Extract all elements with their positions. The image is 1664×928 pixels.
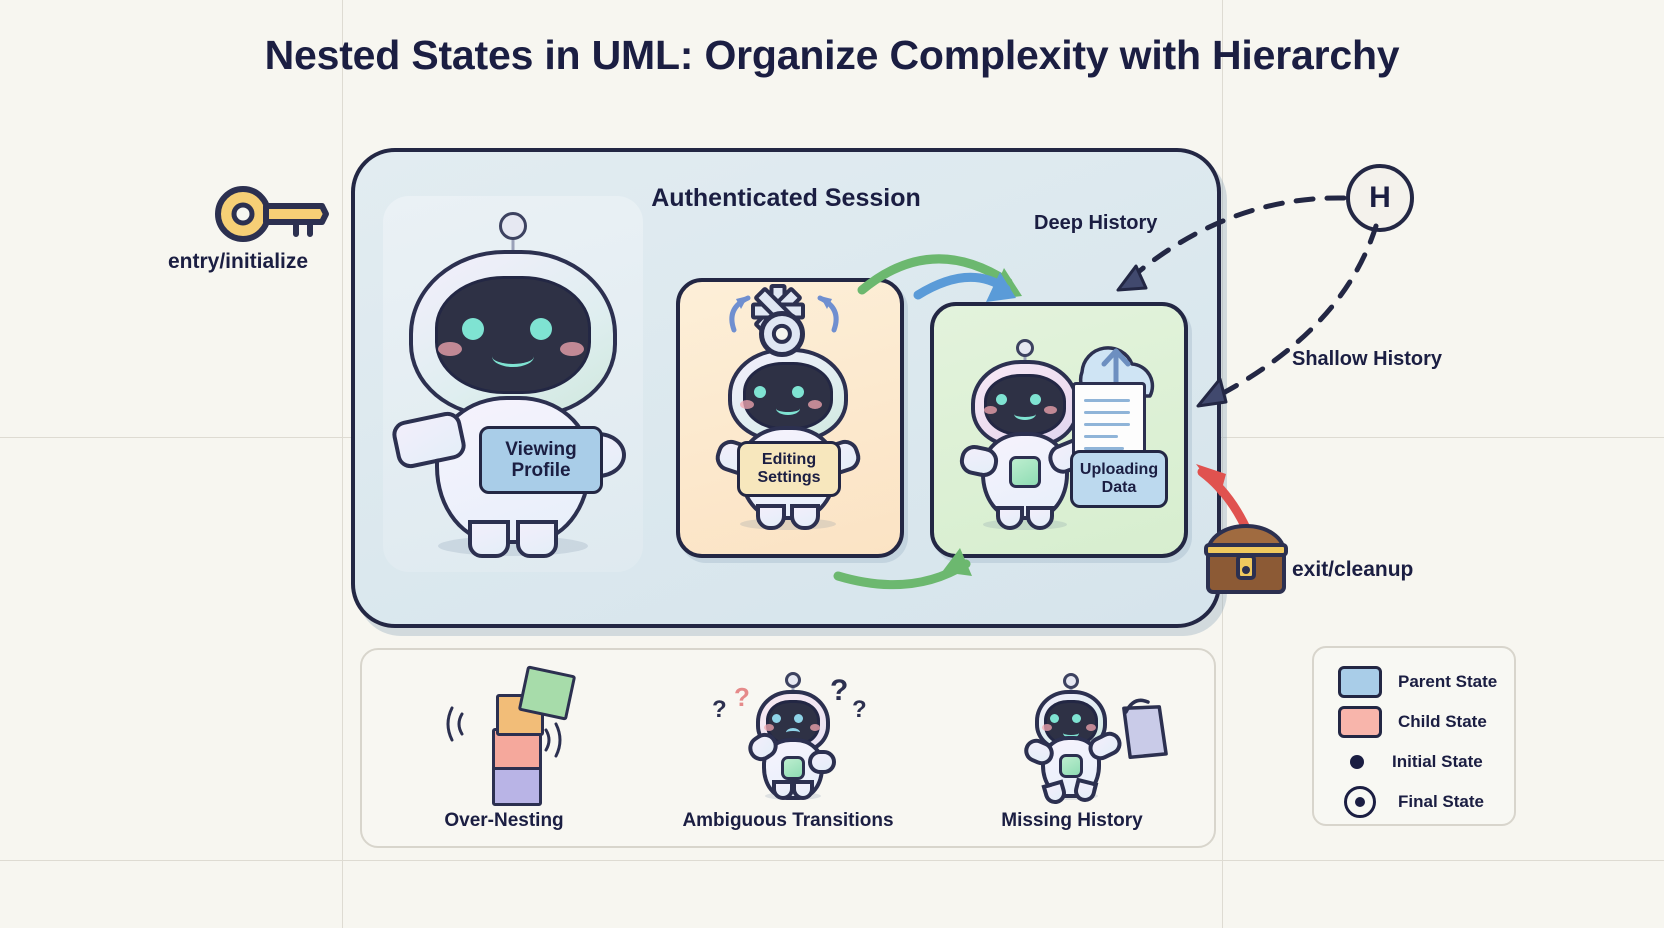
legend-label: Initial State: [1392, 752, 1483, 771]
pitfalls-panel: Over-Nesting ? ?: [360, 648, 1216, 848]
robot-viewing-profile: [389, 212, 636, 558]
legend-swatch-child: [1338, 706, 1382, 738]
confused-robot-icon: [743, 672, 836, 800]
legend-item-parent-state: Parent State: [1314, 662, 1514, 702]
legend-swatch-parent: [1338, 666, 1382, 698]
initial-state-dot-icon: [1350, 755, 1364, 769]
legend-item-initial-state: Initial State: [1314, 742, 1514, 782]
stacked-blocks-icon: [446, 665, 577, 806]
state-sign-editing-settings: Editing Settings: [737, 441, 841, 497]
legend-item-final-state: Final State: [1314, 782, 1514, 822]
grid-line-vertical: [342, 0, 343, 928]
falling-bag-icon: [1122, 698, 1168, 760]
question-mark-icon: ?: [734, 682, 750, 712]
legend-item-child-state: Child State: [1314, 702, 1514, 742]
grid-line-vertical: [1222, 0, 1223, 928]
page-title: Nested States in UML: Organize Complexit…: [264, 32, 1400, 78]
pitfall-label: Over-Nesting: [444, 810, 564, 831]
question-mark-icon: ?: [852, 696, 867, 723]
legend-label: Child State: [1398, 712, 1487, 731]
legend-label: Parent State: [1398, 672, 1498, 691]
question-mark-icon: ?: [830, 674, 849, 707]
pitfall-label: Missing History: [1001, 810, 1143, 831]
grid-line-horizontal: [0, 860, 1664, 861]
pitfall-missing-history: Missing History: [930, 650, 1214, 846]
pitfall-over-nesting: Over-Nesting: [362, 650, 646, 846]
deep-history-label: Deep History: [1034, 212, 1158, 234]
state-sign-uploading-data: Uploading Data: [1070, 450, 1168, 508]
entry-action-label: entry/initialize: [168, 250, 309, 273]
question-mark-icon: ?: [712, 696, 727, 723]
final-state-ring-icon: [1344, 786, 1376, 818]
pitfall-label: Ambiguous Transitions: [682, 810, 894, 831]
state-sign-viewing-profile: Viewing Profile: [479, 426, 603, 494]
parent-state-label: Authenticated Session: [651, 184, 921, 212]
gear-icon: [748, 284, 816, 368]
exit-action-label: exit/cleanup: [1292, 558, 1414, 581]
legend-label: Final State: [1398, 792, 1484, 811]
pitfall-ambiguous-transitions: ? ? ? ? Ambiguous Transitions: [646, 650, 930, 846]
legend-panel: Parent State Child State Initial State F…: [1312, 646, 1516, 826]
robot-uploading-data: [957, 339, 1100, 530]
shallow-history-label: Shallow History: [1292, 348, 1443, 370]
robot-dropping-bag-icon: [1020, 673, 1126, 807]
history-marker: H: [1346, 164, 1414, 232]
